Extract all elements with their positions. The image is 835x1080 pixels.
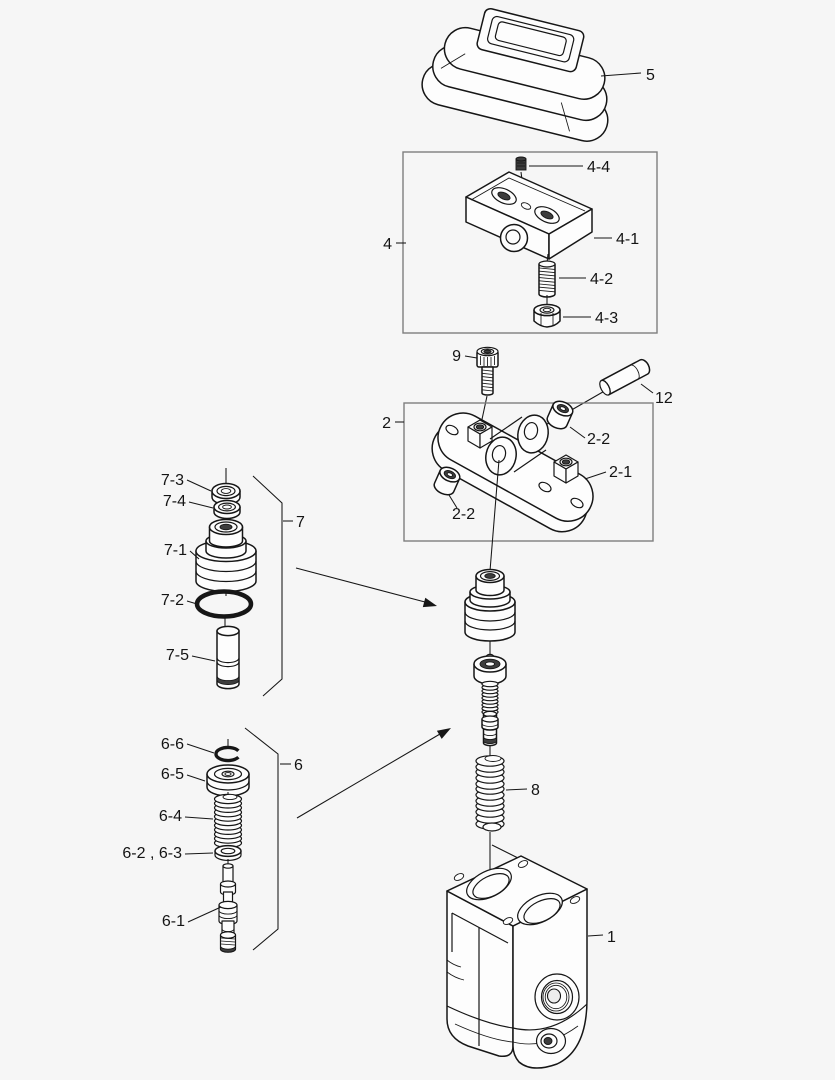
part-1-valve-body — [446, 855, 588, 1069]
leader-part7-4 — [188, 501, 214, 509]
label-part2-2-upper: 2-2 — [587, 431, 610, 448]
group2-box — [403, 402, 654, 542]
part-2-2-bushing-upper — [546, 400, 574, 430]
group6-bracket — [244, 727, 279, 951]
axis-plate-to-plunger — [489, 459, 500, 572]
part-8-spring — [475, 755, 505, 832]
leader-part2-2-upper — [569, 426, 586, 439]
label-part2-1: 2-1 — [609, 464, 632, 481]
label-group4: 4 — [383, 236, 392, 253]
label-part6-6: 6-6 — [161, 736, 184, 753]
group7-arrow-line — [295, 567, 426, 603]
group6-arrow-line — [296, 733, 441, 819]
label-part6-5: 6-5 — [161, 766, 184, 783]
label-part4-1: 4-1 — [616, 231, 639, 248]
part-12-pin — [599, 358, 651, 396]
label-part4-3: 4-3 — [595, 310, 618, 327]
leader-part7-3 — [186, 479, 212, 492]
leader-part7-2 — [186, 600, 198, 605]
label-part6-4: 6-4 — [159, 808, 182, 825]
label-part4-4: 4-4 — [587, 159, 610, 176]
leader-part9 — [464, 355, 478, 359]
part-4-1-cam-block — [465, 171, 593, 260]
label-part9: 9 — [452, 348, 461, 365]
group7-arrowhead — [422, 597, 437, 608]
leader-part8 — [505, 788, 528, 791]
part-4-3-nut — [533, 303, 561, 328]
label-part7-3: 7-3 — [161, 472, 184, 489]
leader-part6-2-6-3 — [184, 852, 214, 855]
group7-bracket — [252, 475, 283, 697]
leader-part6-5 — [186, 774, 206, 782]
label-part6-1: 6-1 — [162, 913, 185, 930]
label-part8: 8 — [531, 782, 540, 799]
leader-part5 — [600, 72, 642, 77]
assembled-spool-shaft — [481, 680, 499, 747]
part-4-2-stud — [538, 260, 556, 298]
part-5-boot — [421, 7, 609, 142]
leader-part7-5 — [191, 655, 216, 662]
label-group6: 6 — [294, 757, 303, 774]
leader-part6-6 — [186, 743, 215, 754]
label-part7-5: 7-5 — [166, 647, 189, 664]
label-part1: 1 — [607, 929, 616, 946]
label-part6-2-6-3: 6-2 , 6-3 — [122, 845, 182, 862]
group6-parts — [206, 739, 250, 953]
label-part5: 5 — [646, 67, 655, 84]
group6-arrowhead — [436, 728, 451, 739]
label-part7-4: 7-4 — [163, 493, 186, 510]
label-part12: 12 — [655, 390, 673, 407]
assembled-plunger — [464, 568, 516, 642]
group7-parts — [194, 468, 257, 690]
label-part2-2-lower: 2-2 — [452, 506, 475, 523]
label-part7-1: 7-1 — [164, 542, 187, 559]
label-group2: 2 — [382, 415, 391, 432]
leader-part1 — [587, 934, 604, 937]
leader-part6-4 — [184, 816, 214, 820]
part-9-screw — [476, 346, 499, 425]
leader-part7-1 — [189, 550, 200, 560]
leader-part2-2-lower — [448, 494, 458, 509]
part-2-1-plate — [431, 412, 594, 533]
label-part7-2: 7-2 — [161, 592, 184, 609]
part-2-2-bushing-lower — [433, 466, 461, 496]
label-part4-2: 4-2 — [590, 271, 613, 288]
assembled-seal-retainer — [473, 653, 507, 685]
leader-part12 — [640, 383, 654, 394]
leader-part2-1 — [584, 471, 607, 480]
label-group7: 7 — [296, 514, 305, 531]
leader-part6-1 — [187, 906, 222, 923]
